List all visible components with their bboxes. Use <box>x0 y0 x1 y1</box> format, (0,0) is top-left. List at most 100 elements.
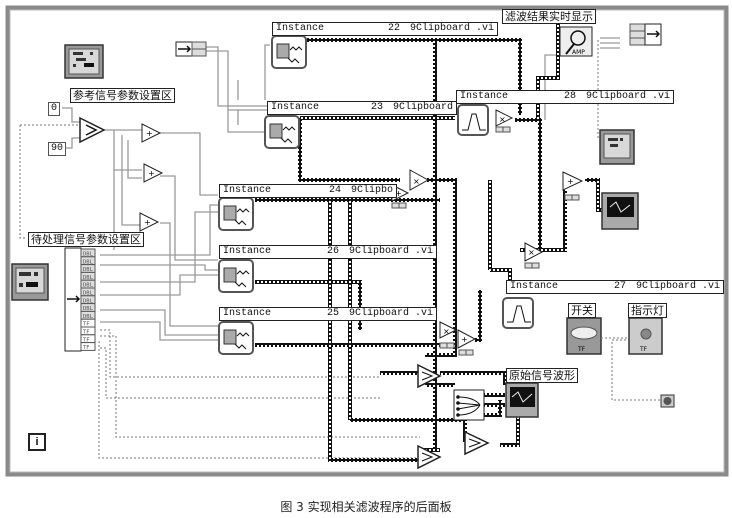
instance-number: 25 <box>326 308 339 319</box>
array-wires <box>255 20 610 462</box>
raw-waveform-label: 原始信号波形 <box>506 368 578 383</box>
clipboard-vi-icon[interactable] <box>264 115 300 149</box>
clipboard-vi-icon[interactable] <box>218 197 254 231</box>
instance-vi: 9Clipboard .vi <box>409 23 494 34</box>
unbundle-terminal-type: TF <box>83 330 90 336</box>
numeric-constant[interactable]: 90 <box>48 142 67 156</box>
svg-text:×: × <box>413 177 420 186</box>
instance-vi: 9Clipboard .vi <box>585 91 670 102</box>
build-array-node <box>453 389 485 421</box>
unbundle-terminal-type: TF <box>83 345 90 351</box>
instance-number: 28 <box>563 91 576 102</box>
instance-label: Instance 27 9Clipboard .vi <box>506 280 724 294</box>
result-cluster-indicator <box>599 129 635 165</box>
svg-text:×: × <box>528 248 535 257</box>
instance-number: 22 <box>387 23 400 34</box>
select-node <box>417 363 442 389</box>
instance-label: Instance 26 9Clipboard .vi <box>219 245 437 259</box>
reference-params-label: 参考信号参数设置区 <box>70 88 175 103</box>
add-node: + <box>141 123 162 143</box>
multiply-node: × <box>439 321 458 349</box>
svg-text:×: × <box>499 115 506 124</box>
bandpass-filter-icon <box>457 104 489 136</box>
add-node: + <box>562 171 584 201</box>
filter-result-label: 滤波结果实时显示 <box>502 9 596 24</box>
switch-label: 开关 <box>568 303 596 318</box>
thin-wires <box>62 37 620 341</box>
instance-label: Instance 28 9Clipboard .vi <box>456 90 674 104</box>
unbundle-terminal-type: DBL <box>83 267 94 273</box>
svg-text:+: + <box>567 177 574 186</box>
instance-name: Instance <box>223 246 272 257</box>
svg-text:TF: TF <box>639 346 648 353</box>
instance-number: 24 <box>328 185 341 196</box>
signal-cluster-control[interactable] <box>11 263 49 301</box>
instance-label: Instance 23 9Clipboard <box>267 101 457 115</box>
instance-number: 26 <box>326 246 339 257</box>
unbundle-terminal-type: DBL <box>83 283 94 289</box>
svg-text:AMP: AMP <box>572 49 585 56</box>
multiply-node: × <box>524 242 544 269</box>
instance-name: Instance <box>460 91 509 102</box>
svg-text:TF: TF <box>577 346 586 353</box>
instance-name: Instance <box>510 281 559 292</box>
instance-label: Instance 24 9Clipbo <box>219 184 397 198</box>
clipboard-vi-icon[interactable] <box>271 35 307 69</box>
reference-unbundle <box>175 41 207 57</box>
display-bundle <box>629 23 662 46</box>
indicator-led: TF <box>628 317 663 355</box>
instance-vi: 9Clipbo <box>350 185 393 196</box>
reference-cluster-control[interactable] <box>64 44 104 79</box>
instance-name: Instance <box>223 185 272 196</box>
unbundle-terminal-type: DBL <box>83 275 94 281</box>
numeric-constant[interactable]: 0 <box>48 102 61 116</box>
indicator-label: 指示灯 <box>628 303 667 318</box>
unbundle-terminal-type: DBL <box>83 291 94 297</box>
unbundle-terminal-type: DBL <box>83 306 94 312</box>
loop-iteration-terminal: i <box>28 433 46 451</box>
select-node <box>417 444 442 470</box>
instance-number: 23 <box>370 102 383 113</box>
signal-params-label: 待处理信号参数设置区 <box>28 232 144 247</box>
instance-label: Instance 25 9Clipboard .vi <box>219 307 437 321</box>
add-node: + <box>457 329 477 356</box>
clipboard-vi-icon[interactable] <box>218 259 254 293</box>
while-loop-frame <box>5 5 729 477</box>
amplitude-measure-node: AMP <box>559 26 593 57</box>
signal-unbundle <box>64 247 82 352</box>
svg-text:+: + <box>148 169 155 178</box>
add-node: + <box>139 212 160 232</box>
instance-label: Instance 22 9Clipboard .vi <box>272 22 498 36</box>
instance-number: 27 <box>613 281 626 292</box>
select-node <box>464 430 490 456</box>
instance-vi: 9Clipboard .vi <box>348 308 433 319</box>
instance-vi: 9Clipboard <box>392 102 453 113</box>
unbundle-terminal-type: TF <box>83 337 90 343</box>
unbundle-terminal-type: DBL <box>83 298 94 304</box>
svg-text:+: + <box>395 189 402 198</box>
unbundle-terminal-type: DBL <box>83 314 94 320</box>
raw-waveform-graph <box>505 382 539 418</box>
add-node: + <box>143 163 164 183</box>
svg-text:×: × <box>443 327 450 336</box>
vi-icons <box>218 35 307 355</box>
unbundle-terminal-type: DBL <box>83 252 94 258</box>
waveform-graph-indicator <box>601 192 639 230</box>
svg-text:+: + <box>146 129 153 138</box>
switch-control[interactable]: TF <box>566 317 602 355</box>
instance-vi: 9Clipboard .vi <box>348 246 433 257</box>
instance-vi: 9Clipboard .vi <box>635 281 720 292</box>
unbundle-terminal-type: TF <box>83 322 90 328</box>
figure-caption: 图 3 实现相关滤波程序的后面板 <box>280 500 452 514</box>
multiply-node: × <box>409 169 430 191</box>
instance-name: Instance <box>223 308 272 319</box>
unbundle-terminal <box>80 342 96 351</box>
svg-text:+: + <box>144 218 151 227</box>
local-variable-led <box>660 394 675 408</box>
instance-name: Instance <box>276 23 325 34</box>
svg-text:+: + <box>461 335 468 344</box>
instance-name: Instance <box>271 102 320 113</box>
multiply-node: × <box>495 109 514 133</box>
clipboard-vi-icon[interactable] <box>218 321 254 355</box>
